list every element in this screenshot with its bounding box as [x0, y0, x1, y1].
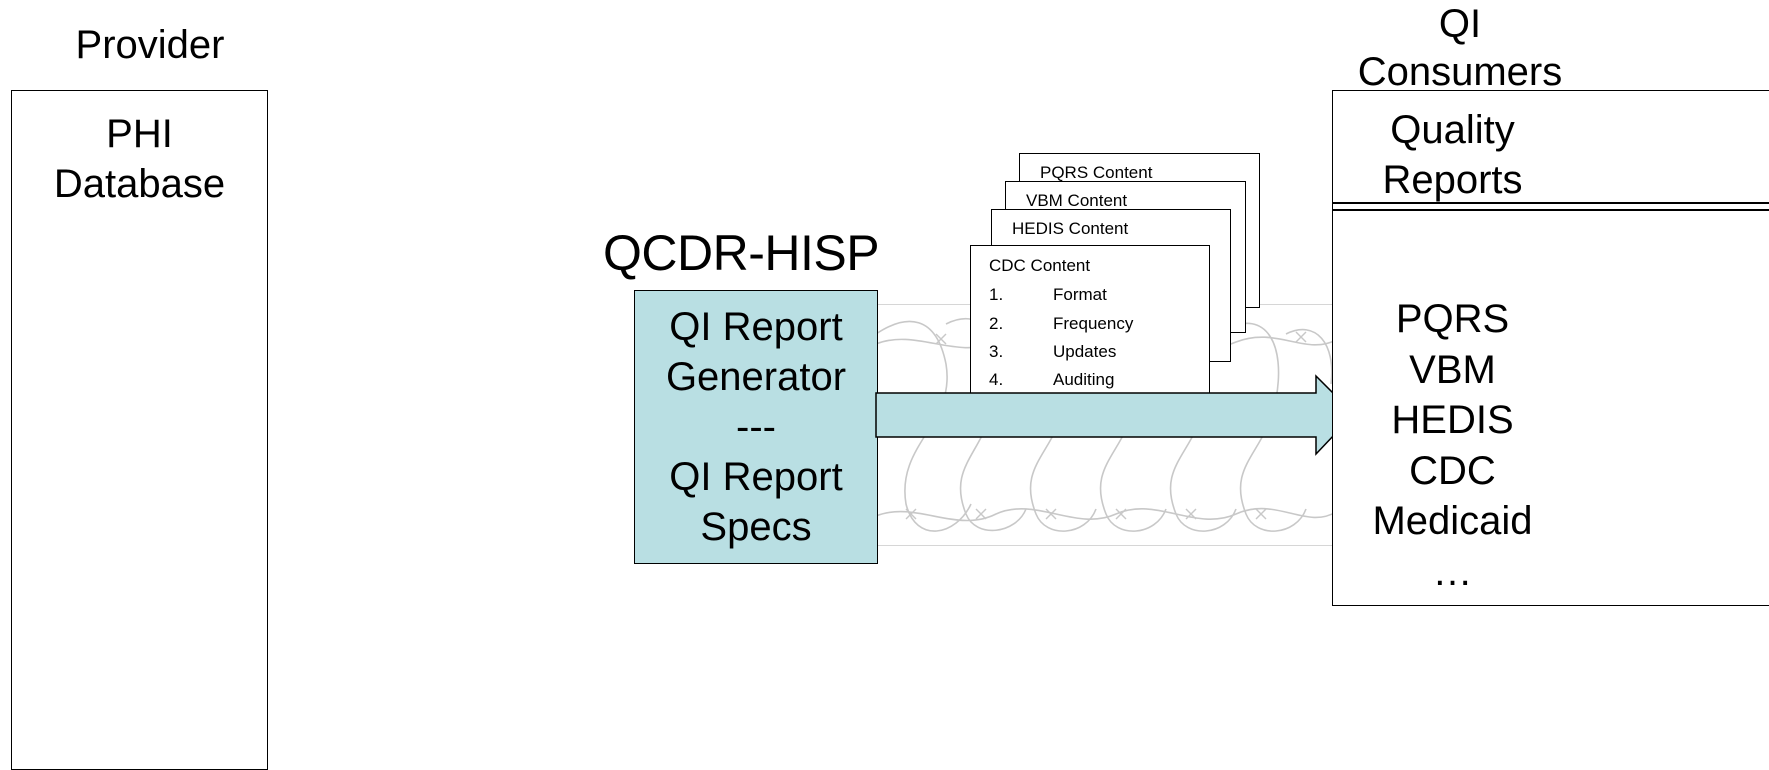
generator-divider: --- [736, 405, 776, 449]
quality-reports-box [1332, 90, 1769, 606]
cdc-item-4-num: 4. [989, 370, 1004, 389]
consumer-list: PQRS VBM HEDIS CDC Medicaid … [1340, 294, 1565, 597]
provider-heading: Provider [75, 23, 225, 67]
reports-divider-bottom [1332, 209, 1769, 211]
cdc-item-1-text: Format [1053, 285, 1107, 304]
right-arrow-icon [875, 374, 1356, 456]
cdc-item-1-num: 1. [989, 285, 1004, 304]
consumer-ellipsis: … [1432, 549, 1473, 594]
cdc-item-2-text: Frequency [1053, 314, 1134, 333]
cdc-content-label: CDC Content [989, 256, 1091, 275]
consumer-vbm: VBM [1409, 347, 1496, 392]
generator-line-5: Specs [700, 505, 812, 549]
pqrs-content-label: PQRS Content [1040, 163, 1153, 182]
reports-divider-top [1332, 202, 1769, 204]
phi-database-box: PHI Database [11, 90, 268, 770]
cdc-item-2-num: 2. [989, 314, 1004, 333]
qi-consumers-heading: QI Consumers [1340, 0, 1580, 96]
consumer-pqrs: PQRS [1395, 297, 1510, 341]
qi-report-generator-box: QI Report Generator --- QI Report Specs [634, 290, 878, 564]
phi-label: PHI [106, 112, 173, 156]
cdc-item-3-text: Updates [1053, 342, 1117, 361]
generator-line-2: Generator [665, 355, 847, 399]
cdc-item-4-text: Auditing [1053, 370, 1115, 389]
consumer-hedis: HEDIS [1391, 398, 1514, 442]
consumers-heading-line: Consumers [1357, 50, 1563, 94]
database-label: Database [53, 162, 226, 206]
cdc-content-doc: CDC Content 1. Format 2. Frequency 3. Up… [970, 245, 1210, 395]
hedis-content-label: HEDIS Content [1012, 219, 1129, 238]
quality-line: Quality [1390, 108, 1515, 152]
consumer-cdc: CDC [1409, 448, 1496, 493]
cdc-item-3-num: 3. [989, 342, 1004, 361]
qi-heading-line: QI [1438, 2, 1482, 46]
qcdr-hisp-title: QCDR-HISP [603, 225, 880, 281]
consumer-medicaid: Medicaid [1372, 499, 1533, 543]
generator-line-1: QI Report [669, 305, 843, 349]
quality-reports-label: Quality Reports [1340, 105, 1565, 205]
reports-line: Reports [1382, 158, 1523, 202]
generator-line-4: QI Report [669, 455, 843, 499]
vbm-content-label: VBM Content [1026, 191, 1128, 210]
